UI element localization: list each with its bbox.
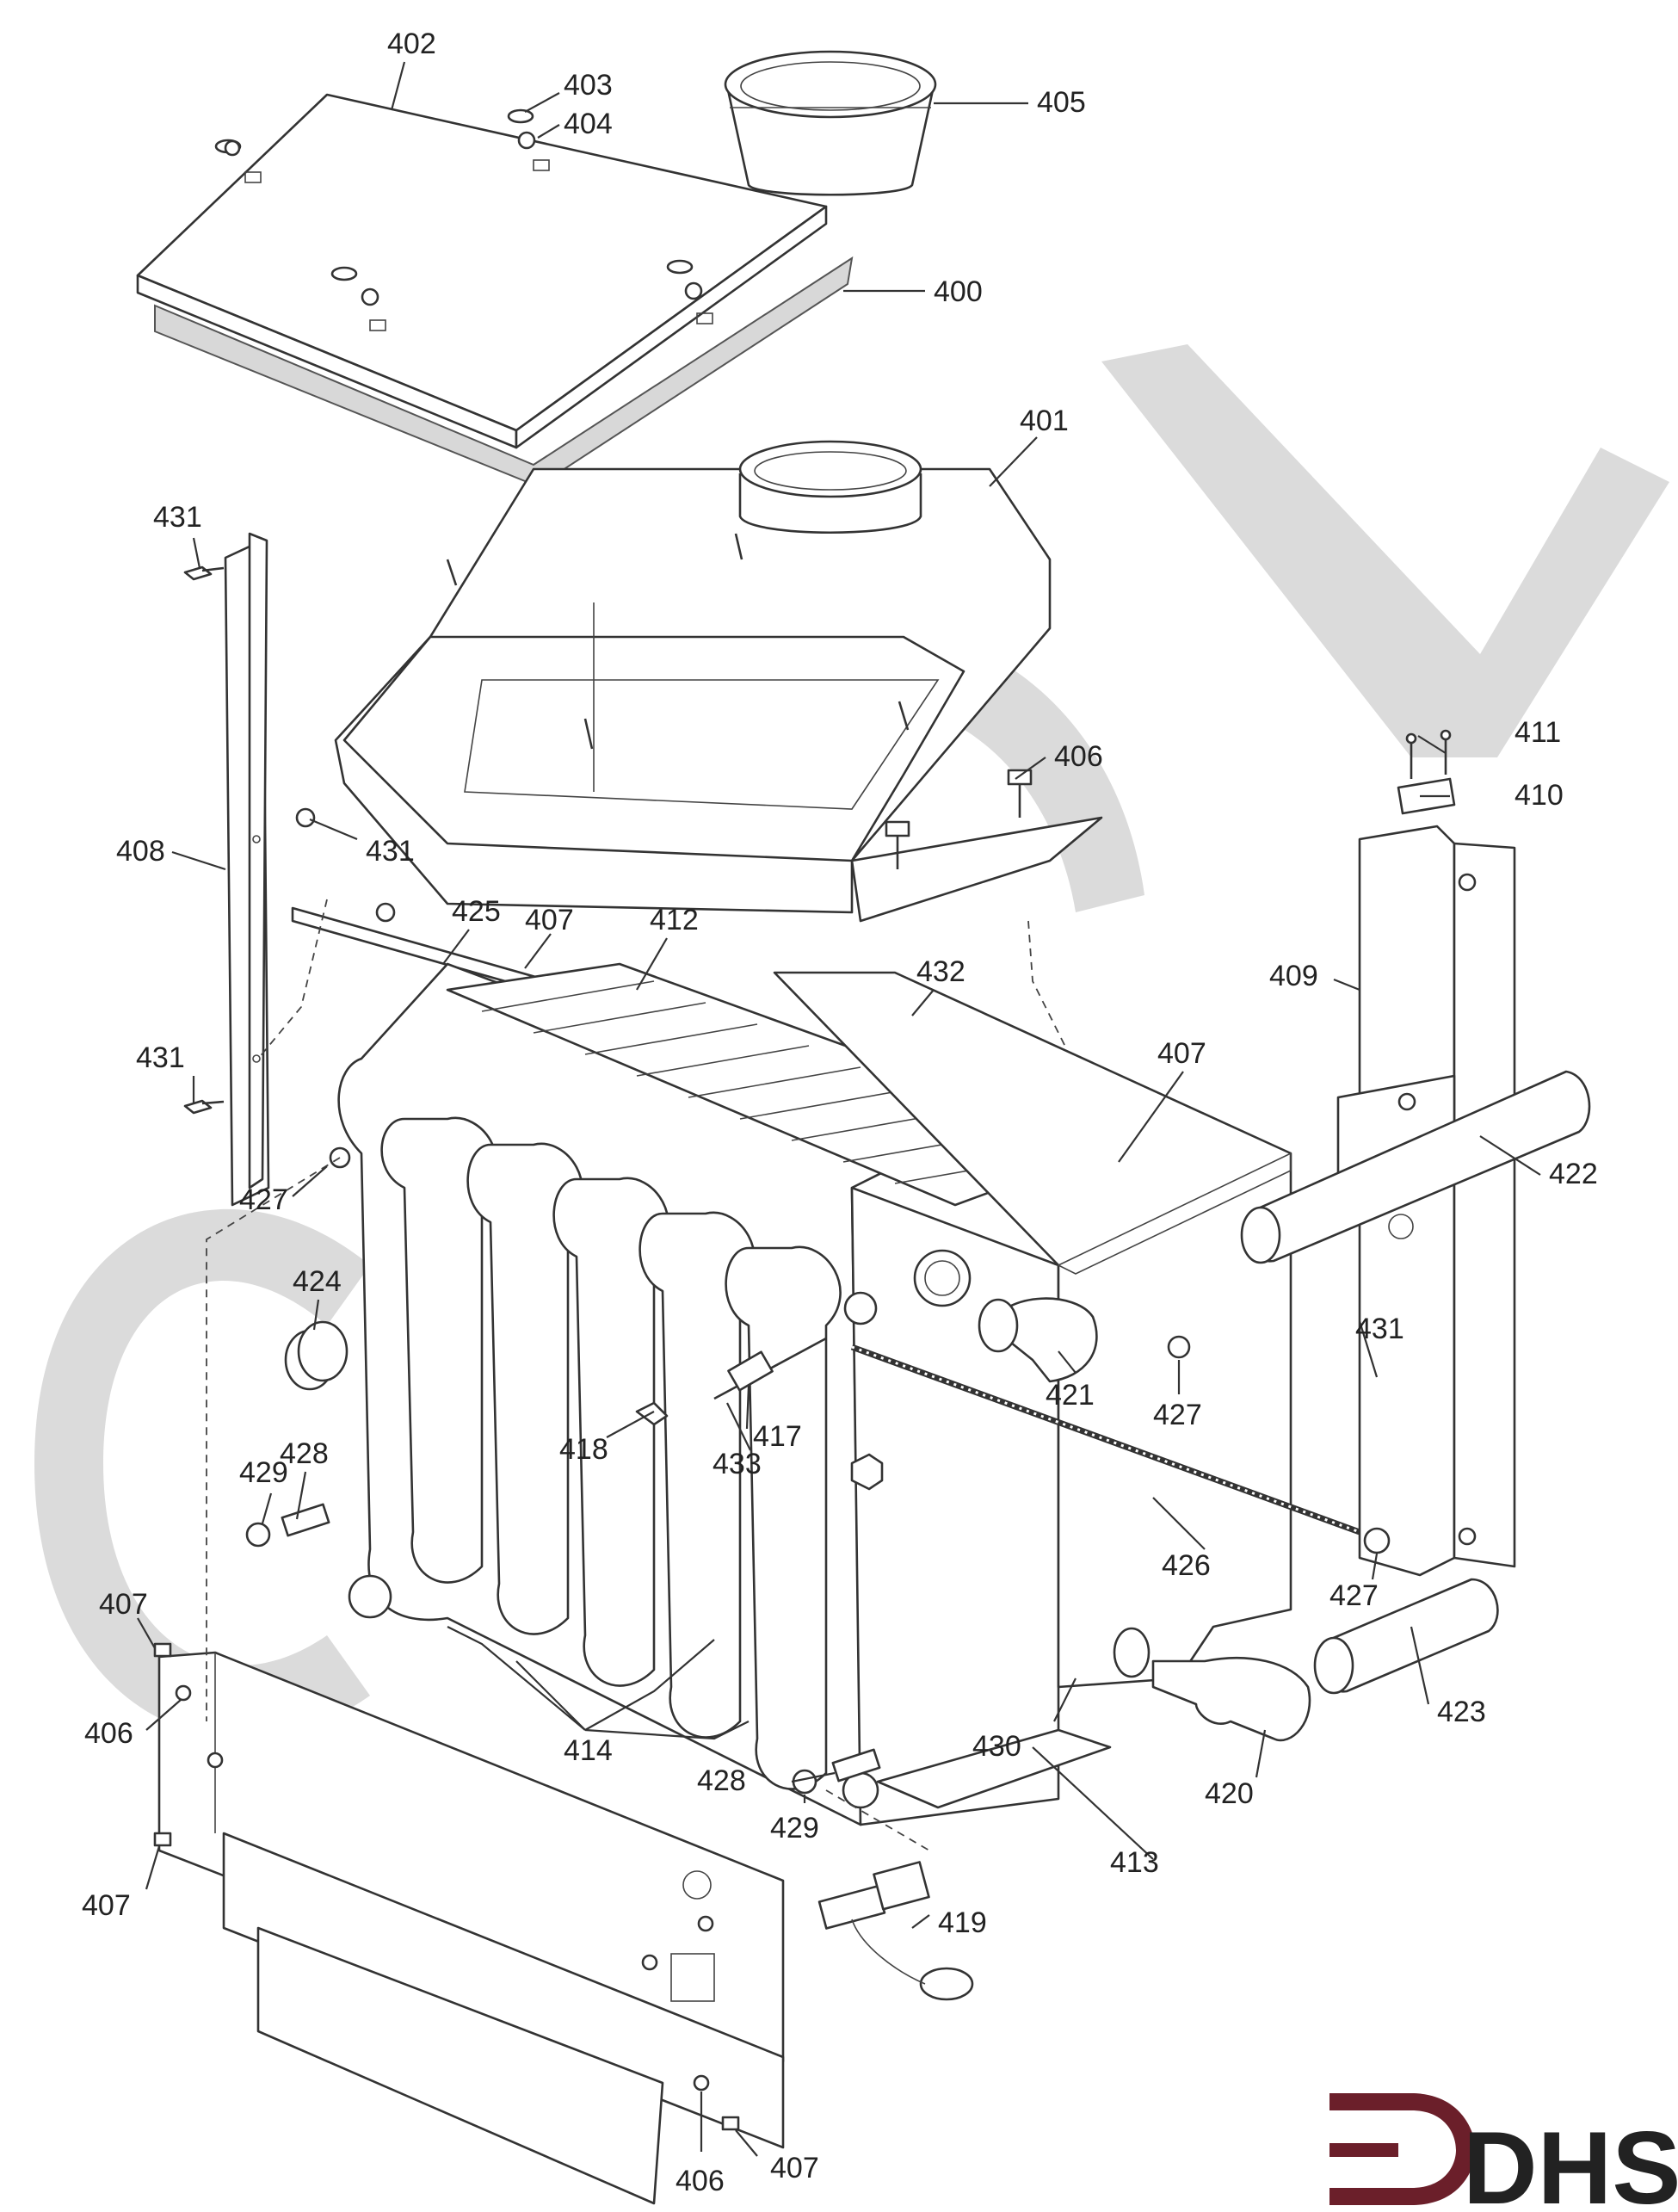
label-429-right: 429 [770, 1812, 819, 1844]
label-410: 410 [1515, 779, 1564, 812]
drain-428-right [792, 1748, 881, 1795]
label-433: 433 [713, 1448, 762, 1480]
nut-427c [1363, 1527, 1391, 1554]
drain-428-left [245, 1503, 330, 1548]
label-427-left: 427 [239, 1183, 288, 1216]
bolts-406 [885, 769, 1033, 869]
front-panel [153, 1642, 785, 2205]
label-404: 404 [564, 108, 613, 140]
label-407-left-bottom: 407 [82, 1889, 131, 1922]
label-406-left: 406 [84, 1717, 133, 1750]
label-406-bottom: 406 [676, 2165, 725, 2197]
label-428-right: 428 [697, 1764, 746, 1797]
label-406-top: 406 [1054, 740, 1103, 773]
label-407-upper: 407 [525, 904, 574, 936]
cover-plate [136, 93, 828, 449]
label-400: 400 [934, 275, 983, 308]
label-408: 408 [116, 835, 165, 868]
dhs-logo: DHS [1329, 2093, 1678, 2212]
label-409: 409 [1269, 960, 1318, 992]
label-414: 414 [564, 1734, 613, 1767]
nut-427b [1167, 1335, 1191, 1359]
left-side-bracket [183, 532, 316, 1207]
label-417: 417 [753, 1420, 802, 1453]
elbow-420 [1113, 1627, 1311, 1742]
label-412: 412 [650, 904, 699, 936]
label-411: 411 [1515, 716, 1561, 749]
label-431-top: 431 [153, 501, 202, 534]
label-431-right: 431 [1355, 1313, 1404, 1345]
label-407-bottom: 407 [770, 2152, 819, 2184]
gasket [154, 256, 854, 488]
part-labels: 402 403 404 405 400 401 406 411 410 431 … [82, 28, 1598, 2197]
flue-collar [724, 50, 937, 196]
combustion-chamber-432 [773, 971, 1292, 1689]
dhs-logo-text: DHS [1463, 2110, 1678, 2208]
label-432: 432 [916, 955, 965, 988]
flue-hood [334, 440, 1103, 923]
label-403: 403 [564, 69, 613, 102]
label-426: 426 [1162, 1549, 1211, 1582]
label-407-right: 407 [1157, 1037, 1206, 1070]
label-431-mid: 431 [366, 835, 415, 868]
bush-424 [284, 1320, 349, 1391]
label-430: 430 [972, 1730, 1021, 1763]
label-424: 424 [293, 1265, 342, 1298]
label-405: 405 [1037, 86, 1086, 119]
label-413: 413 [1110, 1846, 1159, 1879]
nipple-423 [1313, 1578, 1499, 1695]
label-427-right: 427 [1329, 1579, 1379, 1612]
nipple-422 [1240, 1070, 1591, 1264]
label-402: 402 [387, 28, 436, 60]
base-tray-413 [876, 1728, 1112, 1809]
label-401: 401 [1020, 405, 1069, 437]
label-425: 425 [452, 895, 501, 928]
label-421: 421 [1046, 1379, 1095, 1412]
label-419: 419 [938, 1906, 987, 1939]
leader-lines [137, 61, 1541, 2157]
dashed-guides [206, 899, 1068, 1851]
label-420: 420 [1205, 1777, 1254, 1810]
label-407-left-top: 407 [99, 1588, 148, 1621]
wing-nuts [214, 108, 703, 306]
drain-cock-419 [817, 1861, 974, 2001]
label-427-mid: 427 [1153, 1399, 1202, 1431]
label-423: 423 [1437, 1696, 1486, 1728]
elbow-421 [978, 1297, 1098, 1383]
sensor-417 [713, 1337, 827, 1400]
label-418: 418 [559, 1433, 608, 1466]
dhs-logo-mark [1329, 2093, 1476, 2205]
label-431-left: 431 [136, 1041, 185, 1074]
label-428-left: 428 [280, 1437, 329, 1470]
label-429-left: 429 [239, 1456, 288, 1489]
label-422: 422 [1549, 1158, 1598, 1190]
